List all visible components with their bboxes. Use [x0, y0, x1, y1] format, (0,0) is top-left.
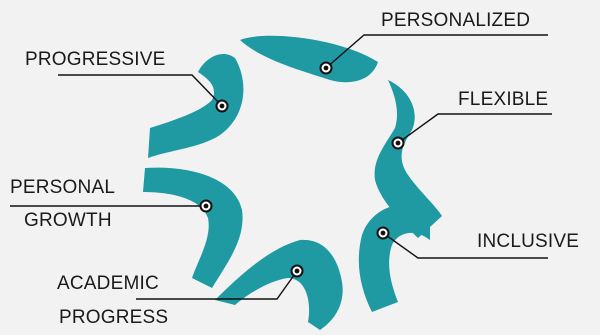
dot-center-personalized [323, 65, 329, 71]
connector-dot-centers [203, 65, 401, 274]
petal-inclusive [358, 204, 430, 312]
label-progressive: PROGRESSIVE [25, 49, 166, 70]
leader-line-personalized [325, 34, 548, 69]
petal-personalized [240, 35, 378, 83]
petal-personal-growth [143, 167, 243, 288]
leader-line-inclusive [382, 232, 548, 259]
label-personal-line1: PERSONAL [10, 177, 116, 198]
label-personal-line2: GROWTH [24, 210, 112, 231]
leader-lines [10, 34, 552, 300]
petal-academic-progress [215, 239, 343, 330]
leader-line-flexible [397, 113, 552, 144]
dot-center-personal-growth [203, 203, 209, 209]
petal-progressive [148, 53, 244, 159]
petal-flexible [374, 80, 442, 238]
label-personalized: PERSONALIZED [381, 10, 531, 31]
label-inclusive: INCLUSIVE [477, 231, 580, 252]
dot-center-flexible [395, 140, 401, 146]
dot-center-progressive [219, 103, 225, 109]
label-academic-line2: PROGRESS [59, 307, 169, 328]
leader-line-progressive [58, 74, 223, 107]
label-academic-line1: ACADEMIC [57, 273, 159, 294]
label-flexible: FLEXIBLE [458, 89, 549, 110]
leader-line-academic-progress [136, 270, 298, 300]
dot-center-academic-progress [294, 268, 300, 274]
dot-center-inclusive [380, 230, 386, 236]
